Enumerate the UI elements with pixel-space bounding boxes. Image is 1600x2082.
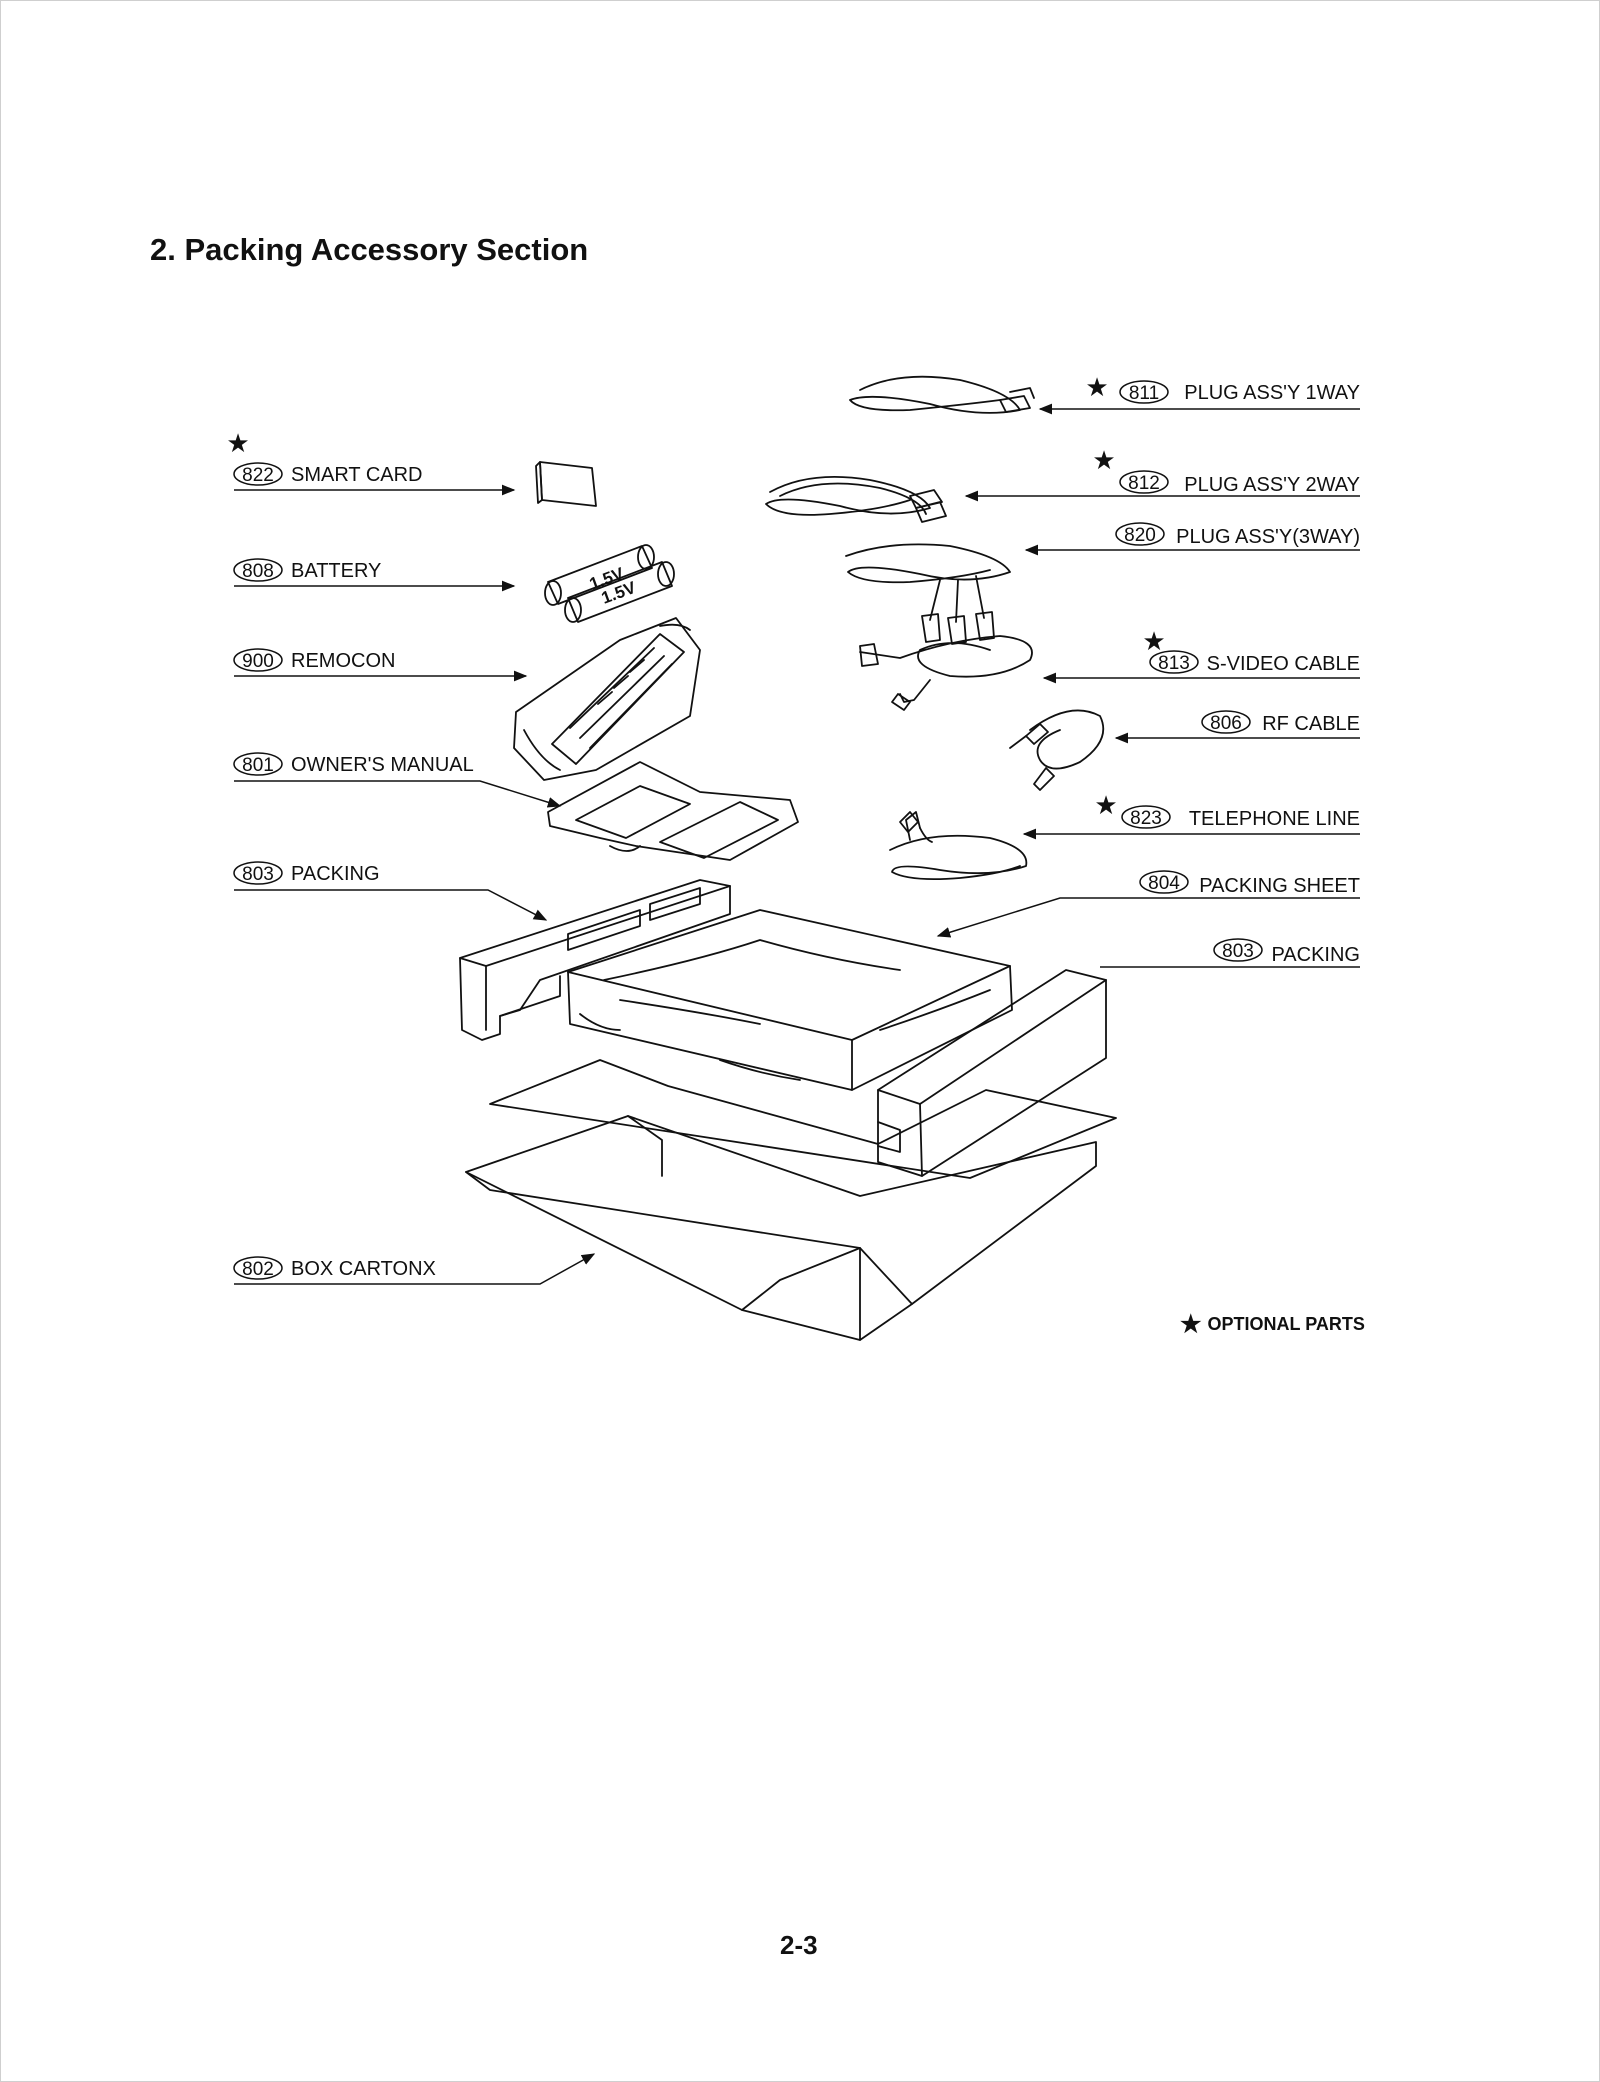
callout-811-plug-1way: ★ 811 PLUG ASS'Y 1WAY [1038,372,1360,415]
s-video-cable-illustration [859,635,1033,711]
section-title: 2. Packing Accessory Section [150,232,589,267]
optional-star: ★ [1085,372,1108,402]
leader-line [234,889,548,921]
part-number: 812 [1128,473,1160,494]
left-foam-packing-illustration [459,879,731,1041]
callout-803-packing-left: 803 PACKING [233,861,548,921]
part-number-bubble [233,648,283,672]
part-number-bubble [233,752,283,776]
part-number-bubble [1119,380,1169,404]
part-label: PLUG ASS'Y 1WAY [1184,382,1360,404]
optional-star: ★ [1094,790,1117,820]
callout-813-s-video-cable: ★ 813 S-VIDEO CABLE [1042,626,1360,684]
part-number: 820 [1124,525,1156,546]
optional-parts-legend: ★OPTIONAL PARTS [1180,1310,1365,1339]
page-number: 2-3 [780,1930,818,1960]
part-label: PACKING [291,863,380,885]
callout-823-telephone-line: ★ 823 TELEPHONE LINE [1022,790,1360,840]
part-label: BATTERY [291,560,381,582]
callout-820-plug-3way: 820 PLUG ASS'Y(3WAY) [1024,522,1360,556]
callout-808-battery: 808 BATTERY [233,558,516,592]
plug-2way-cable-illustration [765,476,947,523]
callout-803-packing-right: 803 PACKING [1100,938,1360,968]
telephone-line-cable-illustration [889,811,1028,881]
part-number-bubble [233,861,283,885]
part-number: 823 [1130,808,1162,829]
part-label: RF CABLE [1262,713,1360,735]
part-number-bubble [1119,470,1169,494]
part-number-bubble [1139,870,1189,894]
part-label: S-VIDEO CABLE [1207,653,1360,675]
part-label: PACKING SHEET [1199,875,1360,897]
part-label: OWNER'S MANUAL [291,754,474,776]
part-label: REMOCON [291,650,395,672]
battery-illustration: 1.5V 1.5V [544,544,675,623]
callout-806-rf-cable: 806 RF CABLE [1114,710,1360,744]
part-number-bubble [233,1256,283,1280]
owners-manual-illustration [547,761,799,861]
remote-control-illustration [513,617,701,781]
part-number: 803 [242,864,274,885]
part-label: PLUG ASS'Y 2WAY [1184,474,1360,496]
optional-star: ★ [1142,626,1165,656]
part-number-bubble [1201,710,1251,734]
part-number-bubble [1115,522,1165,546]
optional-star: ★ [1092,445,1115,475]
callout-802-box-carton: 802 BOX CARTONX [233,1253,596,1285]
legend-text: OPTIONAL PARTS [1207,1314,1365,1334]
callout-812-plug-2way: ★ 812 PLUG ASS'Y 2WAY [964,445,1360,502]
part-number-bubble [1149,650,1199,674]
star-icon: ★ [1180,1311,1202,1338]
smart-card-illustration [535,461,597,507]
part-number: 803 [1222,941,1254,962]
rf-cable-illustration [1009,709,1105,791]
part-number: 801 [242,755,274,776]
part-label: BOX CARTONX [291,1258,436,1280]
callout-900-remocon: 900 REMOCON [233,648,528,682]
part-number: 822 [242,465,274,486]
part-number: 806 [1210,713,1242,734]
plug-1way-cable-illustration [849,375,1035,414]
part-number: 804 [1148,873,1180,894]
part-number-bubble [1213,938,1263,962]
part-label: TELEPHONE LINE [1189,808,1360,830]
callout-801-owners-manual: 801 OWNER'S MANUAL [233,752,562,808]
callout-804-packing-sheet: 804 PACKING SHEET [936,870,1360,938]
main-unit-in-packing-sheet-illustration [567,909,1013,1091]
part-number: 811 [1129,383,1159,404]
optional-star: ★ [226,428,249,458]
part-number: 808 [242,561,274,582]
part-label: SMART CARD [291,464,423,486]
part-number-bubble [1121,805,1171,829]
part-number: 813 [1158,653,1190,674]
part-number: 802 [242,1259,274,1280]
leader-line [936,897,1360,938]
leader-line [234,780,562,808]
plug-3way-cable-illustration [845,543,1011,645]
part-number-bubble [233,462,283,486]
part-label: PACKING [1271,944,1360,966]
box-carton-illustration [465,1059,1117,1341]
leader-line [234,1253,596,1285]
part-label: PLUG ASS'Y(3WAY) [1176,526,1360,548]
right-foam-packing-illustration [877,969,1107,1177]
callout-822-smart-card: ★ 822 SMART CARD [226,428,516,496]
part-number-bubble [233,558,283,582]
part-number: 900 [242,651,274,672]
